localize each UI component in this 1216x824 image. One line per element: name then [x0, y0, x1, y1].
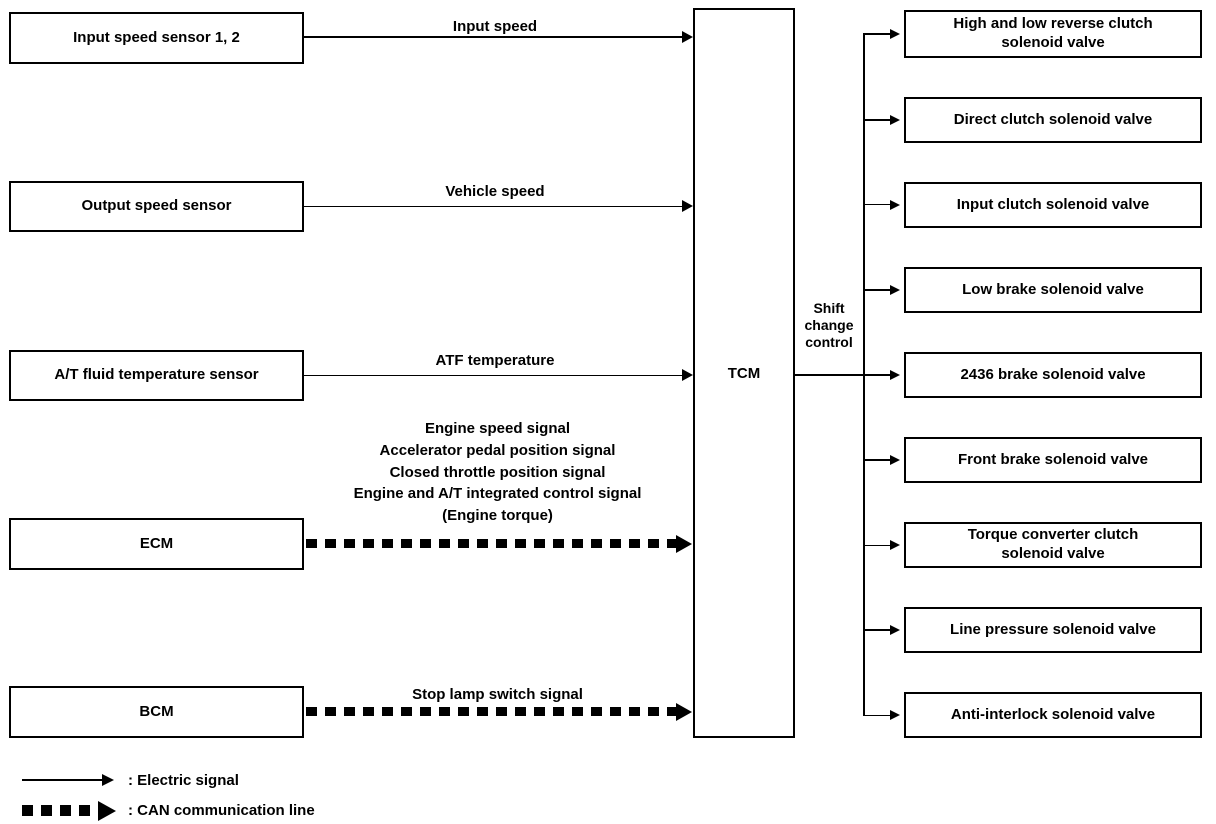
- can-communication-line-arrow-icon: [22, 801, 118, 821]
- legend: : Electric signal : CAN communication li…: [0, 756, 480, 822]
- arrow-head-output-4: [890, 285, 900, 295]
- input-box-output-speed-sensor[interactable]: Output speed sensor: [9, 181, 304, 232]
- branch-line-5: [863, 374, 893, 376]
- tcm-box[interactable]: TCM: [693, 8, 795, 738]
- output-box-high-and-low-reverse-clutch-solenoid-valve[interactable]: High and low reverse clutch solenoid val…: [904, 10, 1202, 58]
- link-vehicle-speed: [304, 206, 686, 207]
- branch-line-9: [863, 715, 893, 716]
- legend-row-can-communication-line: : CAN communication line: [22, 798, 315, 822]
- output-box-direct-clutch-solenoid-valve[interactable]: Direct clutch solenoid valve: [904, 97, 1202, 143]
- branch-line-2: [863, 119, 893, 121]
- link-input-speed: [304, 36, 686, 38]
- branch-line-3: [863, 204, 893, 205]
- output-box-low-brake-solenoid-valve[interactable]: Low brake solenoid valve: [904, 267, 1202, 313]
- arrow-head-atf-temperature: [682, 369, 693, 381]
- link-tcm-to-output-trunk: [793, 374, 865, 376]
- legend-label-electric-signal: : Electric signal: [128, 771, 239, 789]
- input-box-ecm[interactable]: ECM: [9, 518, 304, 570]
- branch-line-1: [863, 33, 893, 35]
- arrow-head-output-8: [890, 625, 900, 635]
- output-box-input-clutch-solenoid-valve[interactable]: Input clutch solenoid valve: [904, 182, 1202, 228]
- legend-label-can-communication-line: : CAN communication line: [128, 801, 315, 819]
- can-link-bcm: [306, 707, 678, 716]
- signal-label-bcm: Stop lamp switch signal: [412, 686, 583, 703]
- electric-signal-arrow-icon: [22, 771, 118, 789]
- input-box-input-speed-sensor[interactable]: Input speed sensor 1, 2: [9, 12, 304, 64]
- output-box-2436-brake-solenoid-valve[interactable]: 2436 brake solenoid valve: [904, 352, 1202, 398]
- arrow-head-output-6: [890, 455, 900, 465]
- branch-line-6: [863, 459, 893, 461]
- arrow-head-output-2: [890, 115, 900, 125]
- link-atf-temperature: [304, 375, 686, 376]
- signal-label-atf-temperature: ATF temperature: [435, 352, 555, 369]
- output-box-line-pressure-solenoid-valve[interactable]: Line pressure solenoid valve: [904, 607, 1202, 653]
- input-box-at-fluid-temperature-sensor[interactable]: A/T fluid temperature sensor: [9, 350, 304, 401]
- shift-change-control-label: Shift change control: [804, 300, 854, 351]
- output-box-anti-interlock-solenoid-valve[interactable]: Anti-interlock solenoid valve: [904, 692, 1202, 738]
- input-box-bcm[interactable]: BCM: [9, 686, 304, 738]
- arrow-head-output-3: [890, 200, 900, 210]
- signal-label-vehicle-speed: Vehicle speed: [445, 183, 545, 200]
- legend-row-electric-signal: : Electric signal: [22, 768, 239, 792]
- can-link-ecm: [306, 539, 678, 548]
- arrow-head-output-1: [890, 29, 900, 39]
- branch-line-8: [863, 629, 893, 631]
- output-box-front-brake-solenoid-valve[interactable]: Front brake solenoid valve: [904, 437, 1202, 483]
- arrow-head-ecm-can: [676, 535, 692, 553]
- output-box-torque-converter-clutch-solenoid-valve[interactable]: Torque converter clutch solenoid valve: [904, 522, 1202, 568]
- signal-label-ecm: Engine speed signal Accelerator pedal po…: [353, 420, 642, 524]
- branch-line-4: [863, 289, 893, 291]
- arrow-head-input-speed: [682, 31, 693, 43]
- arrow-head-output-9: [890, 710, 900, 720]
- arrow-head-vehicle-speed: [682, 200, 693, 212]
- signal-label-input-speed: Input speed: [452, 18, 538, 35]
- arrow-head-output-7: [890, 540, 900, 550]
- arrow-head-output-5: [890, 370, 900, 380]
- arrow-head-bcm-can: [676, 703, 692, 721]
- branch-line-7: [863, 545, 893, 546]
